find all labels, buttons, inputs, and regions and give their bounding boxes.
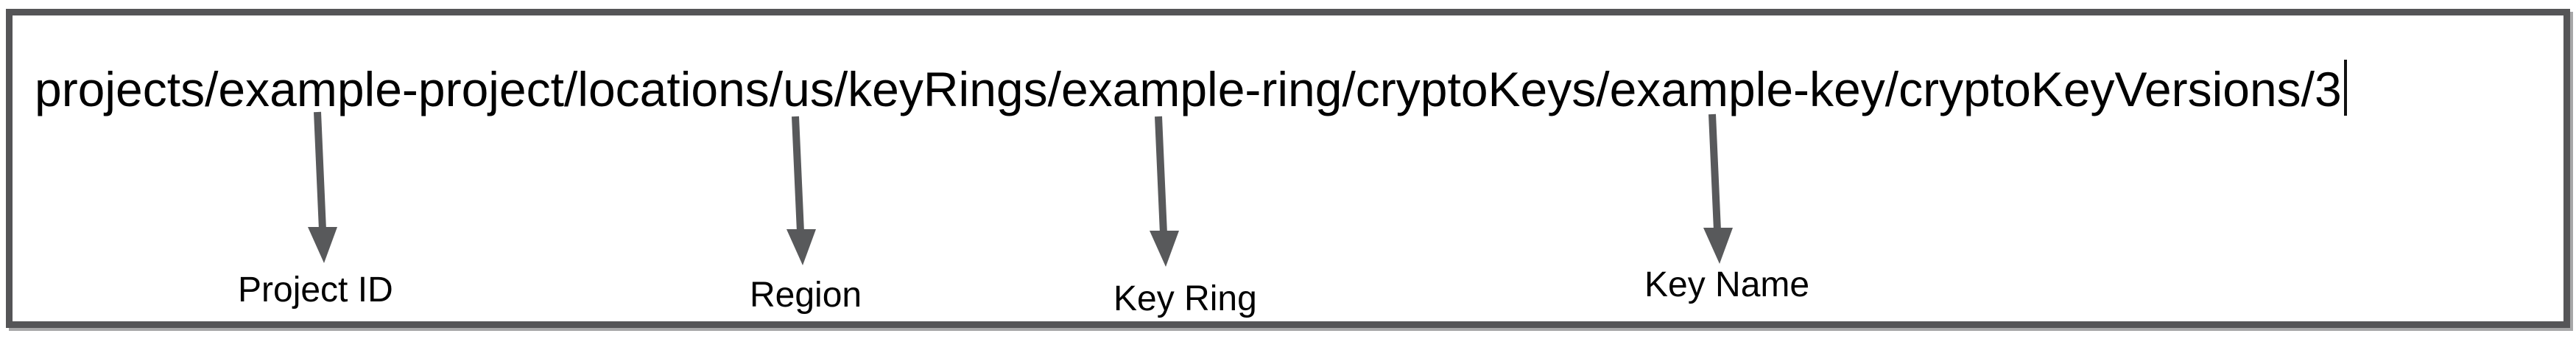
text-cursor: [2343, 60, 2347, 116]
resource-path-text[interactable]: projects/example-project/locations/us/ke…: [35, 60, 2347, 116]
resource-path-value: projects/example-project/locations/us/ke…: [35, 62, 2342, 116]
label-region: Region: [750, 276, 862, 315]
diagram-frame: projects/example-project/locations/us/ke…: [6, 9, 2570, 328]
label-key-ring: Key Ring: [1113, 279, 1257, 318]
label-key-name: Key Name: [1644, 265, 1810, 304]
label-project-id: Project ID: [238, 270, 393, 310]
